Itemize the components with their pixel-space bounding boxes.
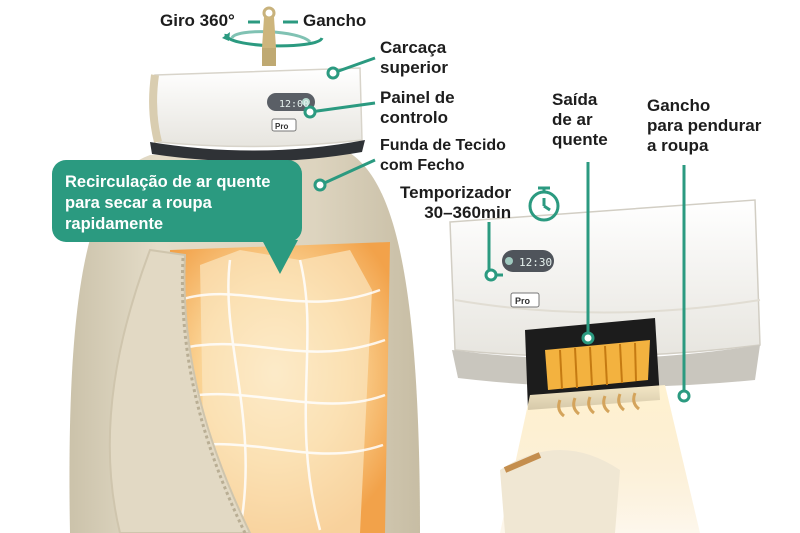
hot-air-callout: Recirculação de ar quente para secar a r…: [52, 160, 302, 242]
leader-lines: [248, 20, 691, 403]
fabric-flap: [108, 248, 252, 533]
display-readout: 12:00: [279, 99, 309, 110]
detail-logo-text: Pro: [515, 296, 531, 306]
display-panel: [267, 93, 315, 111]
hot-air-outlet-grille: [545, 340, 650, 390]
timer-icon: [528, 186, 560, 222]
top-hook-icon: [262, 6, 276, 66]
callout-tail: [262, 240, 298, 274]
rotation-label: Giro 360°: [160, 11, 235, 30]
detail-display: [502, 250, 554, 272]
zipper: [180, 257, 247, 533]
hook-top-label: Gancho: [303, 11, 367, 30]
brand-logo: [271, 118, 297, 132]
detail-display-readout: 12:30: [519, 256, 552, 269]
brand-logo-text: Pro: [275, 122, 288, 131]
upper-casing: [149, 67, 365, 162]
detail-unit: [449, 199, 761, 533]
